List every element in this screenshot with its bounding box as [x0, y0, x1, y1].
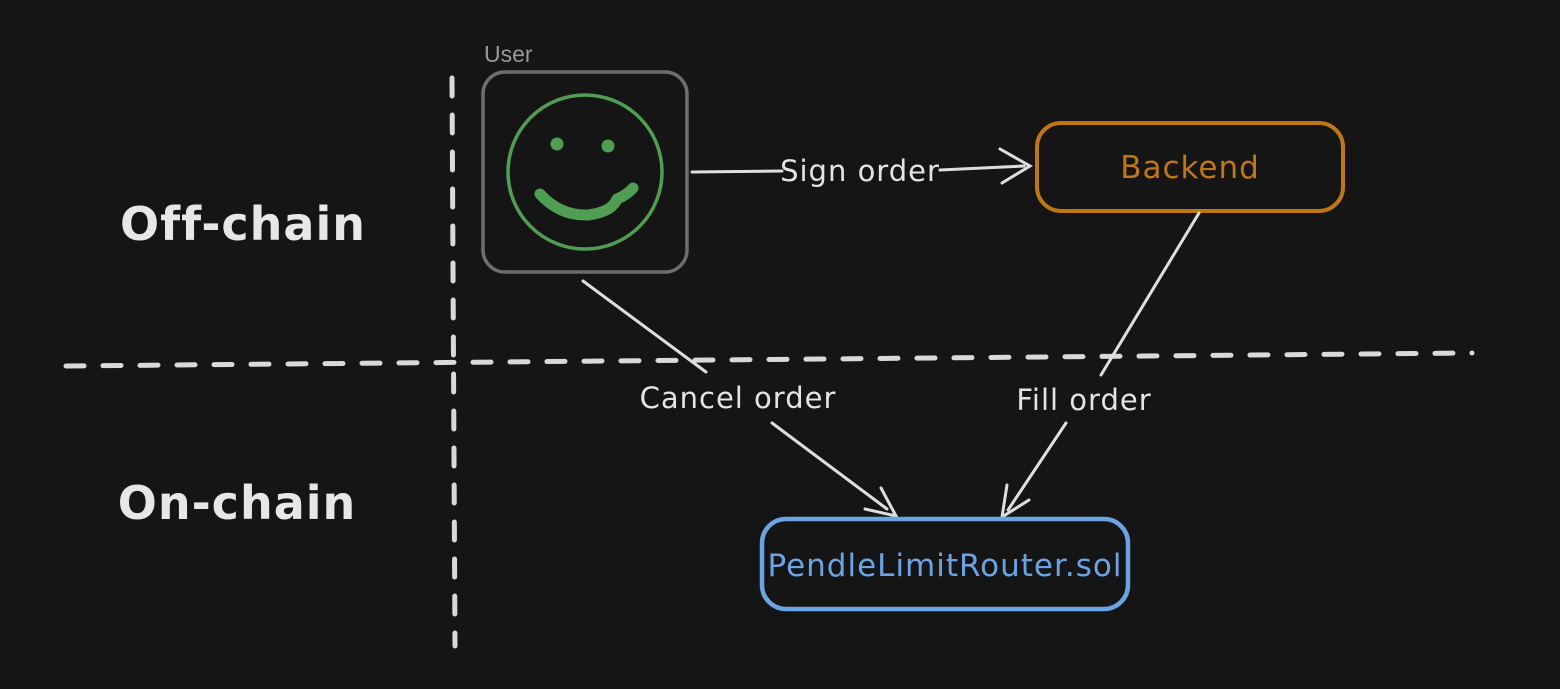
backend-label: Backend	[1120, 150, 1260, 186]
user-frame-label: User	[484, 41, 533, 67]
sign-order-line-left	[690, 169, 784, 174]
pendle-limit-router-label: PendleLimitRouter.sol	[768, 548, 1123, 584]
horizontal-dashed-divider[interactable]	[63, 350, 1475, 369]
sign-order-line-right	[938, 164, 1026, 172]
cancel-order-label: Cancel order	[640, 381, 837, 415]
sign-order-arrowhead	[998, 147, 1033, 185]
sign-order-label: Sign order	[780, 154, 940, 188]
cancel-order-arrowhead	[863, 486, 899, 519]
backend-rect[interactable]	[1035, 121, 1345, 213]
cancel-order-arrow[interactable]: Cancel order	[581, 279, 899, 519]
fill-order-arrow[interactable]: Fill order	[1000, 211, 1201, 521]
smiley-mouth	[534, 182, 639, 221]
sign-order-arrow[interactable]: Sign order	[690, 147, 1033, 188]
on-chain-region-label: On-chain	[118, 476, 357, 530]
smiley-right-eye	[601, 139, 615, 153]
cancel-order-line-lower	[770, 421, 889, 511]
cancel-order-line-upper	[581, 279, 708, 374]
fill-order-label: Fill order	[1016, 383, 1151, 417]
fill-order-line-upper	[1099, 211, 1201, 377]
pendle-limit-router-node[interactable]: PendleLimitRouter.sol	[759, 516, 1131, 612]
backend-node[interactable]: Backend	[1035, 121, 1345, 213]
smiley-left-eye	[550, 137, 564, 151]
smiley-face-icon	[506, 93, 664, 251]
pendle-limit-router-rect[interactable]	[759, 516, 1131, 612]
user-frame-rect[interactable]	[481, 70, 689, 274]
user-node[interactable]: User	[481, 41, 689, 274]
fill-order-line-lower	[1006, 421, 1068, 512]
off-chain-region-label: Off-chain	[120, 197, 366, 251]
smiley-head-circle	[506, 93, 664, 251]
